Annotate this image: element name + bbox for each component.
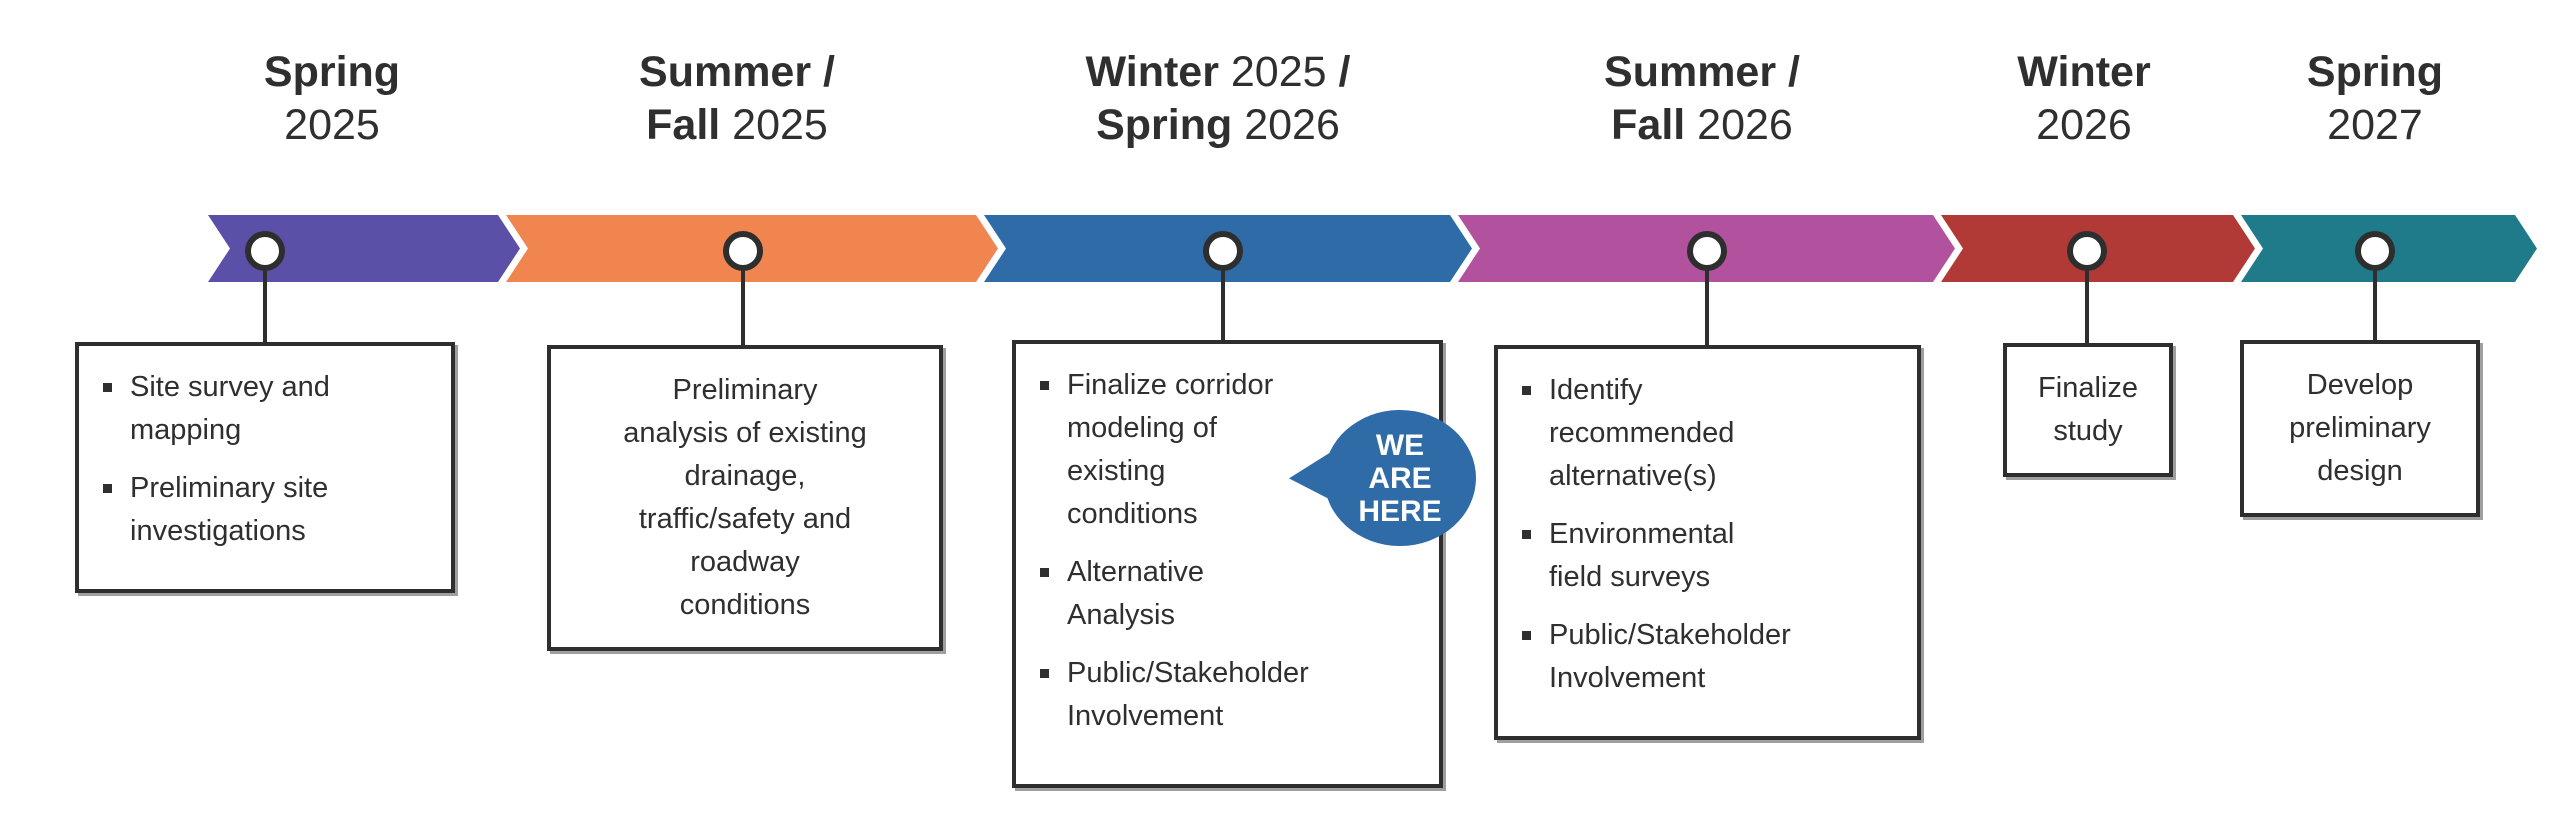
phase-heading-text: 2025	[1218, 48, 1339, 96]
bullet-square-icon	[1040, 568, 1049, 577]
bullet-text: Finalize corridor modeling of existing c…	[1067, 369, 1274, 530]
phase-heading-line: Winter	[1824, 46, 2344, 99]
timeline-marker-winter-2026	[2067, 231, 2107, 271]
bullet-square-icon	[103, 383, 112, 392]
phase-heading-spring-2025: Spring 2025	[72, 46, 592, 152]
phase-heading-winter-2026: Winter 2026	[1824, 46, 2344, 152]
details-box-winter-2026: Finalize study	[2003, 343, 2173, 477]
bullet-square-icon	[1522, 386, 1531, 395]
phase-heading-text: Summer /	[1604, 48, 1800, 96]
bullet-item: Site survey and mapping	[101, 366, 429, 452]
phase-heading-line: Summer /	[477, 46, 997, 99]
phase-heading-line: Fall 2026	[1442, 99, 1962, 152]
phase-heading-line: 2026	[1824, 99, 2344, 152]
phase-heading-line: Winter 2025 /	[958, 46, 1478, 99]
phase-heading-winter-2025-spring-2026: Winter 2025 /Spring 2026	[958, 46, 1478, 152]
marker-connector-summer-fall-2025	[741, 269, 745, 351]
timeline-marker-spring-2027	[2355, 231, 2395, 271]
phase-heading-text: 2025	[720, 101, 828, 149]
bullet-item: Preliminary site investigations	[101, 467, 429, 553]
bullet-square-icon	[1522, 631, 1531, 640]
phase-heading-text: Summer /	[639, 48, 835, 96]
details-box-spring-2027: Develop preliminary design	[2240, 340, 2480, 517]
marker-connector-spring-2025	[263, 269, 267, 348]
timeline-marker-winter-2025-spring-2026	[1203, 231, 1243, 271]
marker-connector-winter-2025-spring-2026	[1221, 269, 1225, 346]
phase-heading-text: Fall	[1611, 101, 1686, 149]
timeline-marker-summer-fall-2026	[1687, 231, 1727, 271]
timeline-marker-summer-fall-2025	[723, 231, 763, 271]
phase-heading-text: Fall	[646, 101, 721, 149]
bullet-item: Alternative Analysis	[1038, 551, 1417, 637]
phase-heading-line: Summer /	[1442, 46, 1962, 99]
phase-heading-line: Spring 2026	[958, 99, 1478, 152]
box-text: Preliminary analysis of existing drainag…	[623, 374, 867, 621]
bullet-square-icon	[103, 484, 112, 493]
marker-connector-summer-fall-2026	[1705, 269, 1709, 351]
bullet-item: Public/Stakeholder Involvement	[1038, 652, 1417, 738]
we-are-here-label: WE ARE HERE	[1358, 428, 1442, 528]
bullet-square-icon	[1040, 669, 1049, 678]
phase-heading-text: 2027	[2327, 101, 2423, 149]
bullet-text: Environmental field surveys	[1549, 518, 1735, 593]
phase-heading-text: Spring	[263, 48, 401, 96]
details-box-winter-2025-spring-2026: Finalize corridor modeling of existing c…	[1012, 340, 1443, 788]
phase-heading-text: 2026	[2036, 101, 2132, 149]
phase-heading-text: 2026	[1685, 101, 1793, 149]
phase-heading-summer-fall-2026: Summer /Fall 2026	[1442, 46, 1962, 152]
phase-heading-line: 2027	[2115, 99, 2560, 152]
phase-heading-line: 2025	[72, 99, 592, 152]
bullet-text: Public/Stakeholder Involvement	[1067, 657, 1309, 732]
marker-connector-winter-2026	[2085, 269, 2089, 349]
phase-heading-text: 2025	[284, 101, 380, 149]
we-are-here-bubble: WE ARE HERE	[1324, 410, 1476, 546]
bullet-text: Identify recommended alternative(s)	[1549, 374, 1735, 492]
details-box-summer-fall-2026: Identify recommended alternative(s) Envir…	[1494, 345, 1921, 740]
details-box-summer-fall-2025: Preliminary analysis of existing drainag…	[547, 345, 943, 651]
phase-heading-text: Spring	[1096, 101, 1233, 149]
bullet-text: Preliminary site investigations	[130, 472, 329, 547]
bullet-item: Finalize corridor modeling of existing c…	[1038, 364, 1417, 536]
bullet-item: Identify recommended alternative(s)	[1520, 369, 1895, 498]
bullet-text: Public/Stakeholder Involvement	[1549, 619, 1791, 694]
bullet-item: Public/Stakeholder Involvement	[1520, 614, 1895, 700]
bullet-square-icon	[1522, 530, 1531, 539]
bullet-square-icon	[1040, 381, 1049, 390]
phase-heading-text: Winter	[1085, 48, 1219, 96]
bullet-item: Environmental field surveys	[1520, 513, 1895, 599]
box-text: Develop preliminary design	[2289, 369, 2431, 487]
phase-heading-summer-fall-2025: Summer /Fall 2025	[477, 46, 997, 152]
phase-heading-spring-2027: Spring 2027	[2115, 46, 2560, 152]
phase-heading-line: Spring	[2115, 46, 2560, 99]
bullet-text: Site survey and mapping	[130, 371, 330, 446]
phase-heading-text: /	[1338, 48, 1351, 96]
phase-heading-line: Spring	[72, 46, 592, 99]
phase-heading-text: Spring	[2306, 48, 2444, 96]
bullet-text: Alternative Analysis	[1067, 556, 1205, 631]
phase-heading-line: Fall 2025	[477, 99, 997, 152]
phase-heading-text: Winter	[2017, 48, 2151, 96]
timeline-marker-spring-2025	[245, 231, 285, 271]
phase-heading-text: 2026	[1232, 101, 1340, 149]
marker-connector-spring-2027	[2373, 269, 2377, 346]
box-text: Finalize study	[2038, 372, 2138, 447]
